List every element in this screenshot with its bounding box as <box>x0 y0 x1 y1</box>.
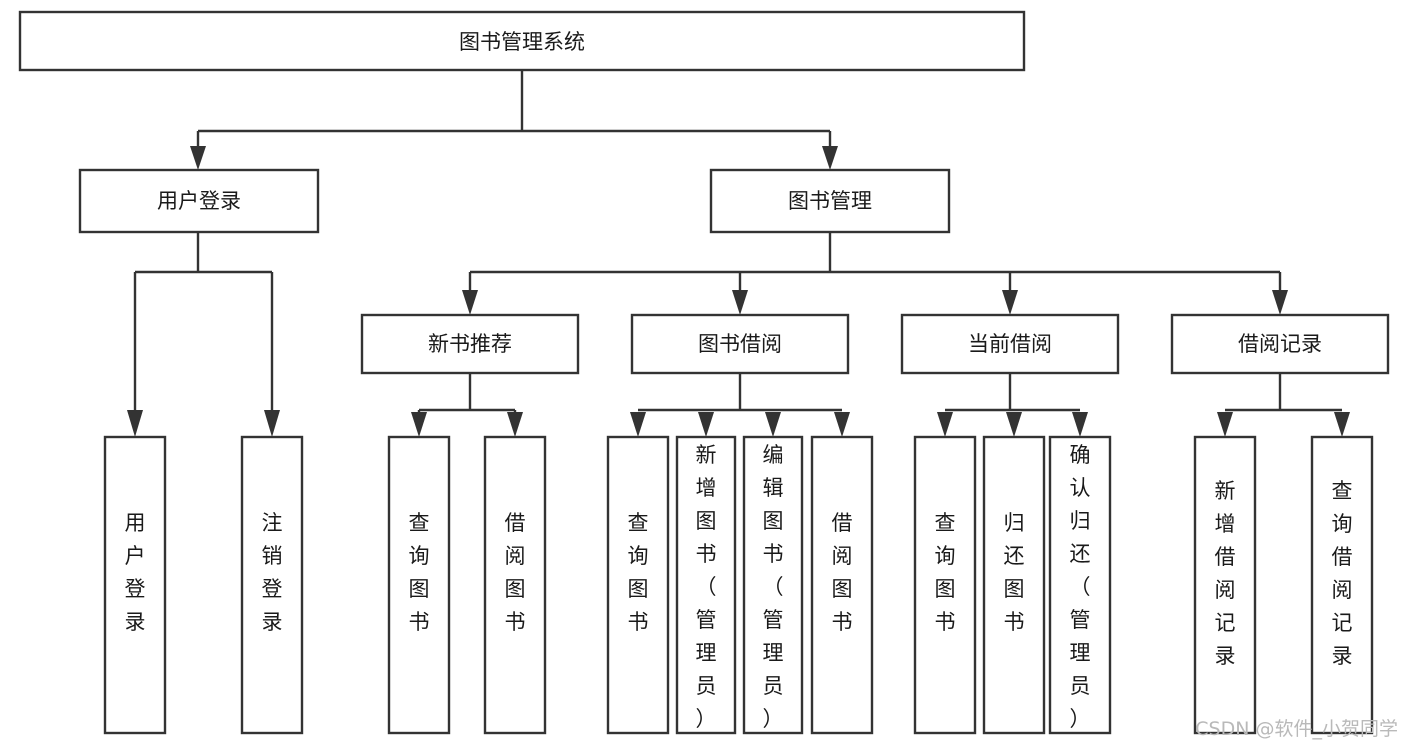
leaf-edit-book-label: 编辑图书（管理员） <box>763 443 784 731</box>
leaf-borrow-book-2-box[interactable] <box>810 435 874 735</box>
leaf-return-book-label: 归还图书 <box>1004 511 1025 634</box>
node-current-borrow[interactable]: 当前借阅 <box>900 313 1120 375</box>
node-book-manage-label: 图书管理 <box>788 189 872 213</box>
node-book-manage[interactable]: 图书管理 <box>709 168 951 234</box>
node-book-borrow-label: 图书借阅 <box>698 332 782 356</box>
leaf-query-book-2-box[interactable] <box>606 435 670 735</box>
connector-layer <box>127 70 1350 437</box>
leaf-node-user-login[interactable]: 用户登录 <box>103 435 167 735</box>
leaf-query-book-3-box[interactable] <box>913 435 977 735</box>
arrowhead-leaf-borrow-book-2 <box>834 412 850 437</box>
node-current-borrow-label: 当前借阅 <box>968 332 1052 356</box>
leaf-borrow-book-1-box[interactable] <box>483 435 547 735</box>
node-current-borrow-box[interactable] <box>900 313 1120 375</box>
leaf-add-record-label: 新增借阅记录 <box>1215 479 1236 668</box>
arrowhead-leaf-user-logout <box>264 410 280 437</box>
node-borrow-record-label: 借阅记录 <box>1238 332 1322 356</box>
leaf-confirm-return-box[interactable] <box>1048 435 1112 735</box>
arrowhead-leaf-user-login <box>127 410 143 437</box>
arrowhead-leaf-query-record <box>1334 412 1350 437</box>
arrowhead-leaf-query-book-1 <box>411 412 427 437</box>
node-borrow-record-box[interactable] <box>1170 313 1390 375</box>
node-root-box[interactable] <box>18 10 1026 72</box>
leaf-confirm-return-label: 确认归还（管理员） <box>1070 443 1091 731</box>
leaf-edit-book-box[interactable] <box>742 435 804 735</box>
leaf-node-query-book-3[interactable]: 查询图书 <box>913 435 977 735</box>
leaf-query-record-label: 查询借阅记录 <box>1332 479 1353 668</box>
leaf-borrow-book-2-label: 借阅图书 <box>832 511 853 634</box>
csdn-watermark: CSDN @软件_小贺同学 <box>1195 718 1398 740</box>
arrowhead-new-book-rec <box>462 290 478 315</box>
leaf-node-query-book-1[interactable]: 查询图书 <box>387 435 451 735</box>
node-new-book-rec[interactable]: 新书推荐 <box>360 313 580 375</box>
arrowhead-leaf-return-book <box>1006 412 1022 437</box>
leaf-borrow-book-1-label: 借阅图书 <box>505 511 526 634</box>
node-root-label: 图书管理系统 <box>459 30 585 54</box>
leaf-query-book-1-label: 查询图书 <box>409 511 430 634</box>
leaf-add-record-box[interactable] <box>1193 435 1257 735</box>
node-user-login[interactable]: 用户登录 <box>78 168 320 234</box>
node-borrow-record[interactable]: 借阅记录 <box>1170 313 1390 375</box>
leaf-node-borrow-book-2[interactable]: 借阅图书 <box>810 435 874 735</box>
leaf-node-query-record[interactable]: 查询借阅记录 <box>1310 435 1374 735</box>
leaf-query-book-3-label: 查询图书 <box>935 511 956 634</box>
leaf-node-user-logout[interactable]: 注销登录 <box>240 435 304 735</box>
arrowhead-leaf-edit-book <box>765 412 781 437</box>
leaf-query-book-2-label: 查询图书 <box>628 511 649 634</box>
leaf-query-book-1-box[interactable] <box>387 435 451 735</box>
node-new-book-rec-label: 新书推荐 <box>428 332 512 356</box>
arrowhead-user-login <box>190 146 206 170</box>
arrowhead-leaf-confirm-return <box>1072 412 1088 437</box>
arrowhead-book-borrow <box>732 290 748 315</box>
leaf-user-login-box[interactable] <box>103 435 167 735</box>
leaf-node-borrow-book-1[interactable]: 借阅图书 <box>483 435 547 735</box>
leaf-add-book-box[interactable] <box>675 435 737 735</box>
node-new-book-rec-box[interactable] <box>360 313 580 375</box>
leaf-node-add-record[interactable]: 新增借阅记录 <box>1193 435 1257 735</box>
leaf-user-logout-box[interactable] <box>240 435 304 735</box>
arrowhead-borrow-record <box>1272 290 1288 315</box>
node-book-borrow-box[interactable] <box>630 313 850 375</box>
arrowhead-leaf-query-book-2 <box>630 412 646 437</box>
node-book-manage-box[interactable] <box>709 168 951 234</box>
leaf-node-confirm-return[interactable]: 确认归还（管理员） <box>1048 435 1112 735</box>
leaf-return-book-box[interactable] <box>982 435 1046 735</box>
leaf-user-login-label: 用户登录 <box>125 511 146 634</box>
leaf-node-query-book-2[interactable]: 查询图书 <box>606 435 670 735</box>
arrowhead-leaf-query-book-3 <box>937 412 953 437</box>
leaf-user-logout-label: 注销登录 <box>262 511 283 634</box>
leaf-node-return-book[interactable]: 归还图书 <box>982 435 1046 735</box>
arrowhead-book-manage <box>822 146 838 170</box>
leaf-add-book-label: 新增图书（管理员） <box>696 443 717 731</box>
arrowhead-leaf-add-record <box>1217 412 1233 437</box>
node-root[interactable]: 图书管理系统 <box>18 10 1026 72</box>
node-user-login-label: 用户登录 <box>157 189 241 213</box>
leaf-query-record-box[interactable] <box>1310 435 1374 735</box>
arrowhead-current-borrow <box>1002 290 1018 315</box>
leaf-node-edit-book[interactable]: 编辑图书（管理员） <box>742 435 804 735</box>
arrowhead-leaf-borrow-book-1 <box>507 412 523 437</box>
leaf-node-add-book[interactable]: 新增图书（管理员） <box>675 435 737 735</box>
arrowhead-leaf-add-book <box>698 412 714 437</box>
node-user-login-box[interactable] <box>78 168 320 234</box>
node-book-borrow[interactable]: 图书借阅 <box>630 313 850 375</box>
